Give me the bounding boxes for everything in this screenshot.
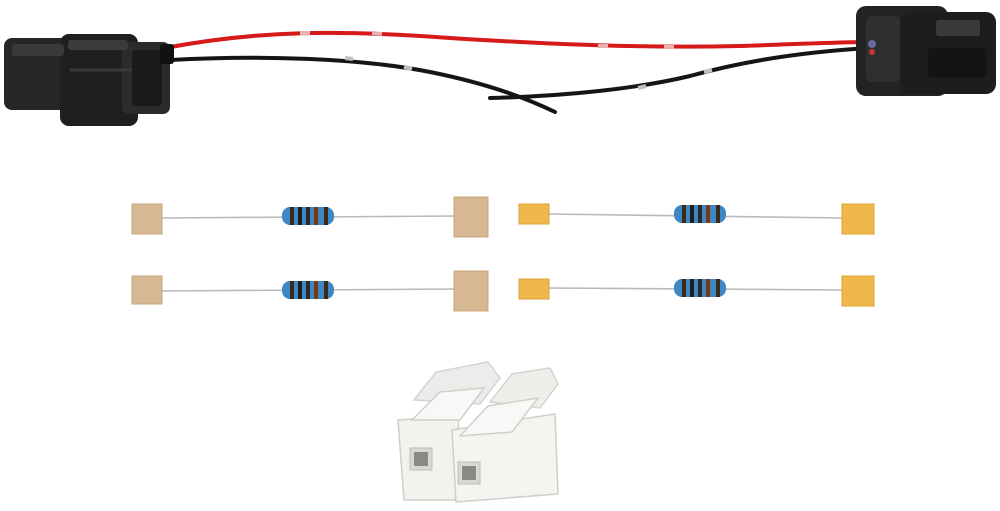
black-wire-left: [168, 55, 557, 114]
resistor-icon: [518, 275, 875, 307]
black-wire-marks: [344, 56, 713, 90]
connector-socket-icon: [856, 6, 996, 96]
wiring-harness-adapter: [4, 6, 996, 126]
connector-plug-icon: [4, 34, 174, 126]
red-wire-marks: [300, 31, 674, 49]
black-wire-right: [488, 46, 872, 100]
red-wire: [163, 30, 872, 50]
resistor-icon: [131, 196, 489, 238]
resistor-set: [131, 196, 875, 312]
resistor-icon: [131, 270, 489, 312]
resistor-icon: [518, 203, 875, 235]
terminal-block-icon: [397, 361, 559, 503]
